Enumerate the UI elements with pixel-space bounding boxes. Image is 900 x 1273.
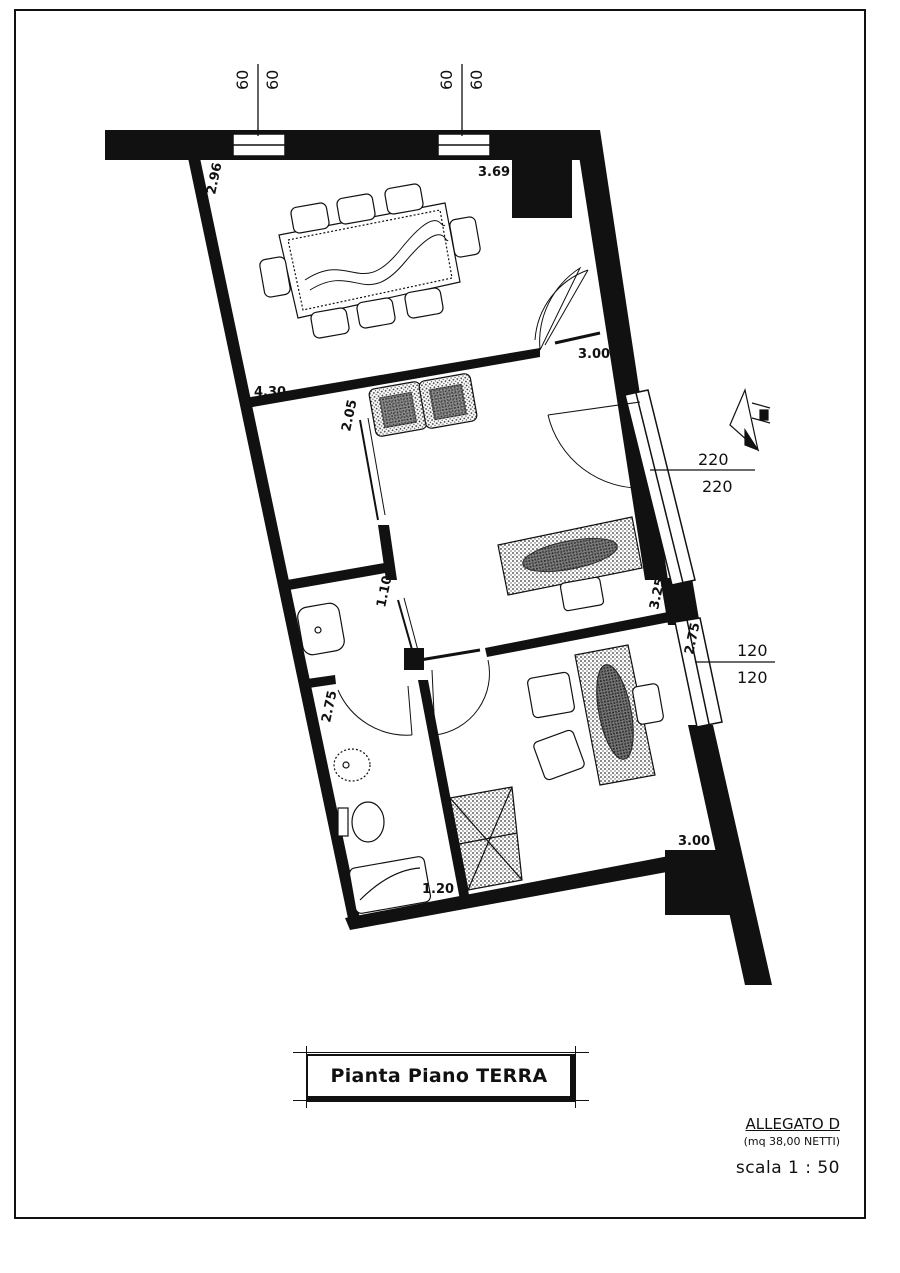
dim-label-d2: 3.69 <box>478 165 510 180</box>
bottom-wall <box>345 850 705 930</box>
door-office <box>434 659 490 736</box>
window-dim-right-upper-a: 220 <box>698 450 729 469</box>
dim-label-d1: 2.96 <box>204 161 225 195</box>
windows <box>232 133 723 728</box>
dim-label-d7: 3.25 <box>647 576 668 610</box>
doors <box>337 266 646 736</box>
bathroom-wall <box>418 680 470 900</box>
dim-label-d11: 1.20 <box>422 882 454 897</box>
plan-title: Pianta Piano TERRA <box>330 1065 548 1087</box>
scale-label: scala 1 : 50 <box>735 1158 840 1178</box>
closet-wall-top <box>287 562 391 590</box>
title-box: Pianta Piano TERRA <box>306 1054 576 1102</box>
armchairs <box>368 373 478 437</box>
dim-label-d10: 3.00 <box>678 834 710 849</box>
page-border <box>14 9 866 1219</box>
wardrobe <box>449 786 523 891</box>
sanitary <box>297 602 432 914</box>
window-dim-right-lower-a: 120 <box>737 641 768 660</box>
dining-table <box>259 183 481 339</box>
dim-label-d9: 2.75 <box>319 689 340 723</box>
office-desk <box>527 644 664 786</box>
window-dim-top-right-a: 60 <box>437 70 456 90</box>
window-dim-top-left-b: 60 <box>263 70 282 90</box>
window-dim-right-upper-b: 220 <box>702 477 733 496</box>
corner-pillar <box>512 160 572 218</box>
dining-living-wall <box>245 348 540 408</box>
north-arrow <box>729 388 771 452</box>
right-outer-wall-column <box>660 578 700 625</box>
door-entrance <box>547 414 646 489</box>
dim-label-d3: 3.00 <box>578 347 610 362</box>
title-frame-top-line <box>293 1052 589 1053</box>
bathroom-top-wall <box>300 675 336 689</box>
annex-label: ALLEGATO D <box>745 1115 840 1133</box>
living-office-wall <box>485 612 670 657</box>
annex-block: ALLEGATO D (mq 38,00 NETTI) scala 1 : 50 <box>736 1115 840 1178</box>
dim-label-d5: 2.05 <box>339 398 360 432</box>
shower-tray <box>348 856 432 914</box>
door-bathroom <box>337 689 413 736</box>
left-outer-wall <box>188 158 362 928</box>
dim-label-d8: 2.75 <box>682 621 703 655</box>
sink-lower <box>333 748 371 782</box>
dim-label-d6: 1.10 <box>374 574 395 608</box>
area-note: (mq 38,00 NETTI) <box>743 1135 840 1148</box>
closet-partition <box>378 525 397 580</box>
window-dim-top-left-a: 60 <box>233 70 252 90</box>
window-dim-top-right-b: 60 <box>467 70 486 90</box>
window-dim-right-lower-b: 120 <box>737 668 768 687</box>
door-dining <box>539 266 582 351</box>
dim-label-d4: 4.30 <box>254 385 286 400</box>
top-wall <box>105 130 597 160</box>
toilet <box>351 801 385 843</box>
living-desk <box>497 516 643 612</box>
